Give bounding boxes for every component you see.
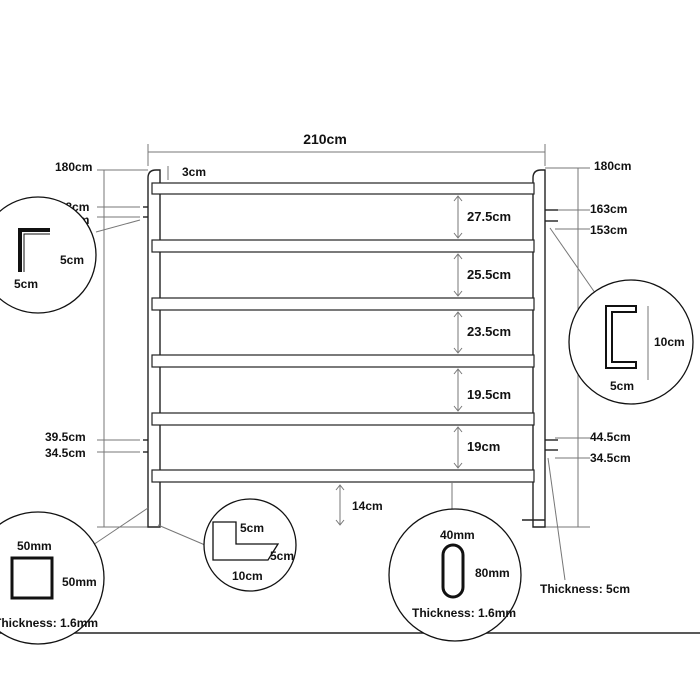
spacing-label-1: 27.5cm [467,209,511,224]
rail-5 [151,412,535,426]
foot-top-label: 5cm [240,521,264,535]
bottom-gap-label: 14cm [352,499,383,513]
foot-side-label: 5cm [270,549,294,563]
oval-tube-height-label: 80mm [475,566,510,580]
square-tube-width-label: 50mm [17,539,52,553]
spacing-label-5: 19cm [467,439,500,454]
rail-3 [151,297,535,311]
rail-4 [151,354,535,368]
right-label-163: 163cm [590,202,627,216]
top-gap-label: 3cm [182,165,206,179]
oval-tube-width-label: 40mm [440,528,475,542]
left-label-39-5: 39.5cm [45,430,86,444]
right-post [522,169,558,528]
spacing-label-4: 19.5cm [467,387,511,402]
foot-shape [212,521,280,561]
square-tube-height-label: 50mm [62,575,97,589]
c-channel-shape [605,305,637,369]
post-thickness-label: Thickness: 5cm [540,582,630,596]
detail-l-bracket [0,196,97,314]
square-tube-thickness-label: Thickness: 1.6mm [0,616,98,630]
width-dimension [147,144,546,166]
width-label: 210cm [303,131,347,147]
right-label-34-5: 34.5cm [590,451,631,465]
right-label-44-5: 44.5cm [590,430,631,444]
right-label-180: 180cm [594,159,631,173]
spacing-label-3: 23.5cm [467,324,511,339]
square-tube-shape [10,556,54,600]
rail-6 [151,469,535,483]
rail-1 [151,182,535,195]
spacing-arrows [453,195,463,469]
rail-2 [151,239,535,253]
left-label-180: 180cm [55,160,92,174]
right-label-153: 153cm [590,223,627,237]
foot-bottom-label: 10cm [232,569,263,583]
left-label-34-5: 34.5cm [45,446,86,460]
c-channel-width-label: 5cm [610,379,634,393]
l-bracket-width-label: 5cm [14,277,38,291]
c-channel-height-label: 10cm [654,335,685,349]
l-bracket-shape [18,228,50,272]
l-bracket-height-label: 5cm [60,253,84,267]
detail-c-channel [568,279,694,405]
spacing-label-2: 25.5cm [467,267,511,282]
left-height-dimension [97,169,150,528]
oval-tube-shape [441,543,465,599]
left-post [143,169,161,528]
oval-tube-thickness-label: Thickness: 1.6mm [412,606,516,620]
